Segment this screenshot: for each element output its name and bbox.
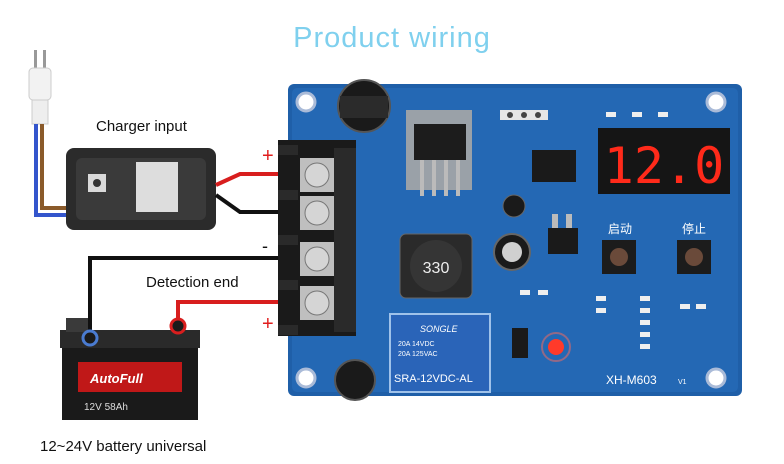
battery-label: 12~24V battery universal [40,438,207,455]
battery-positive-wire [176,300,312,324]
relay-model: SRA-12VDC-AL [394,373,473,385]
charger-adapter [66,148,216,230]
battery-brand-text: AutoFull [89,371,143,386]
terminal-block [278,140,356,336]
battery-negative-wire [88,256,312,342]
charger-input-label: Charger input [96,118,187,135]
battery-spec-text: 12V 58Ah [84,402,128,413]
relay-line1: 20A 14VDC [398,341,435,348]
charger-plus-mark: + [262,145,274,167]
stop-label: 停止 [682,221,706,236]
charger-minus-mark: - [262,236,268,256]
page-title: Product wiring [293,22,491,54]
relay-brand: SONGLE [420,324,459,334]
voltage-display: 12.0 [604,137,724,195]
start-label: 启动 [608,222,632,236]
board-model: XH-M603 [606,373,657,387]
controller-board: 330 SONGLE 20A 14VDC 20A 125VAC SRA-12VD… [288,79,742,401]
plug-icon [28,50,70,217]
battery: AutoFull 12V 58Ah [60,317,200,420]
battery-plus-mark: + [262,313,274,335]
relay-line2: 20A 125VAC [398,351,438,358]
inductor-label: 330 [423,260,450,277]
board-version: V1 [678,379,687,386]
detection-end-label: Detection end [146,274,239,291]
